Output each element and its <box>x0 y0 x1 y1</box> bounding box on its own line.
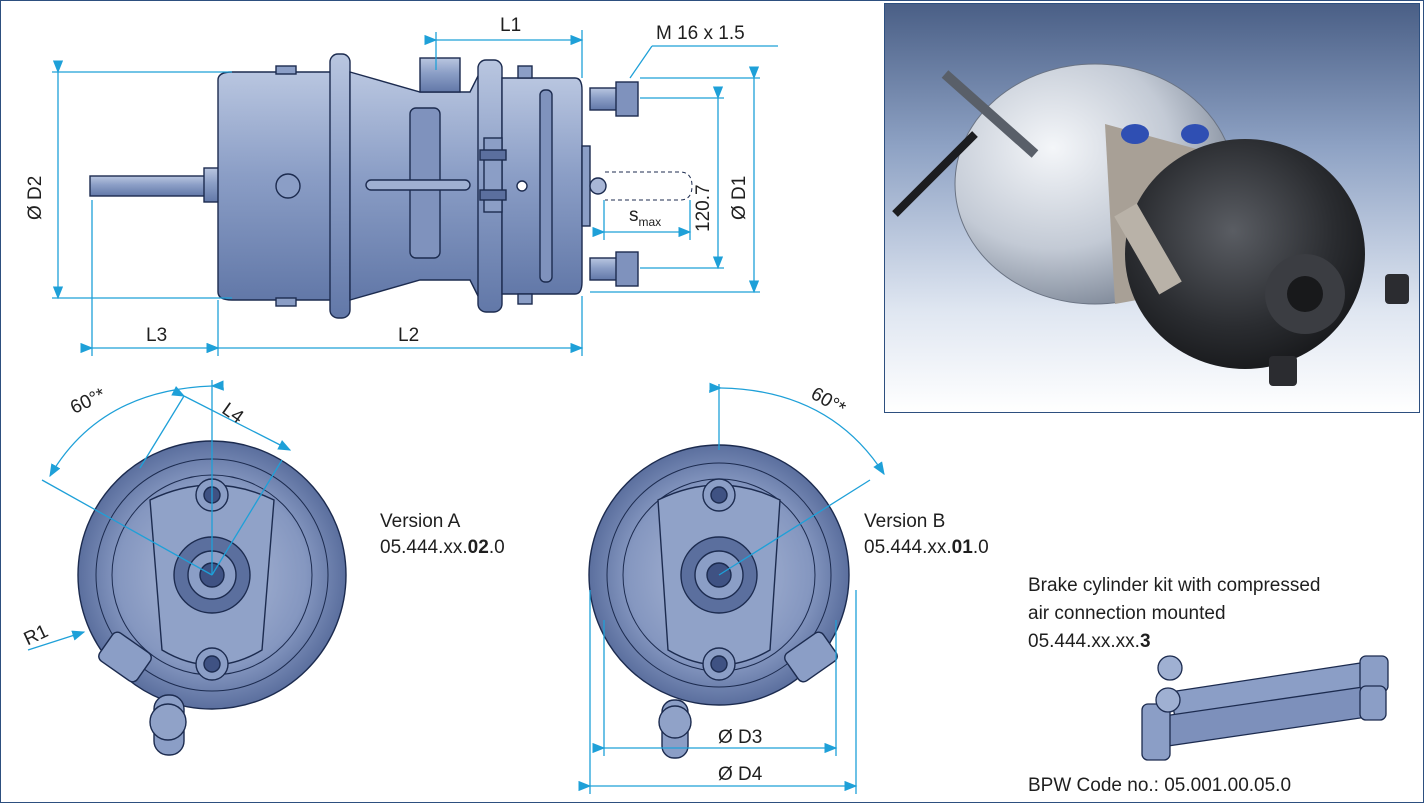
bpw-code: BPW Code no.: 05.001.00.05.0 <box>1028 775 1292 796</box>
vent-hole <box>275 173 301 199</box>
version-a-dimensions <box>27 380 292 651</box>
kit-description-line2: air connection mounted <box>1028 603 1226 624</box>
push-rod <box>89 175 216 197</box>
version-a-label: Version A <box>380 511 461 532</box>
dim-d1: Ø D1 <box>729 175 750 220</box>
version-b-label: Version B <box>864 511 946 532</box>
dim-d3: Ø D3 <box>718 727 763 748</box>
kit-illustration <box>1141 655 1389 761</box>
dim-l1: L1 <box>500 15 522 36</box>
kit-description-line1: Brake cylinder kit with compressed <box>1028 575 1321 596</box>
clamp-ring <box>329 53 351 319</box>
kit-code: 05.444.xx.xx.3 <box>1028 631 1151 652</box>
dim-l3: L3 <box>146 325 168 346</box>
dim-stroke: smax <box>629 205 662 229</box>
dim-bolt-spacing: 120.7 <box>693 184 714 232</box>
rear-housing <box>217 71 333 301</box>
dim-d2: Ø D2 <box>25 175 46 220</box>
dim-d4: Ø D4 <box>718 764 763 785</box>
product-photo-panel <box>884 3 1420 413</box>
version-b-code: 05.444.xx.01.0 <box>864 537 989 558</box>
version-a-code: 05.444.xx.02.0 <box>380 537 505 558</box>
dim-thread: M 16 x 1.5 <box>656 23 745 44</box>
version-b-dimensions <box>578 382 885 794</box>
product-photo <box>892 63 1409 386</box>
stroke-indicator <box>605 171 693 201</box>
cylinder-side-view <box>89 53 639 319</box>
dim-l2: L2 <box>398 325 420 346</box>
version-b-front-view <box>588 444 850 759</box>
dimension-lines-side <box>52 30 778 356</box>
